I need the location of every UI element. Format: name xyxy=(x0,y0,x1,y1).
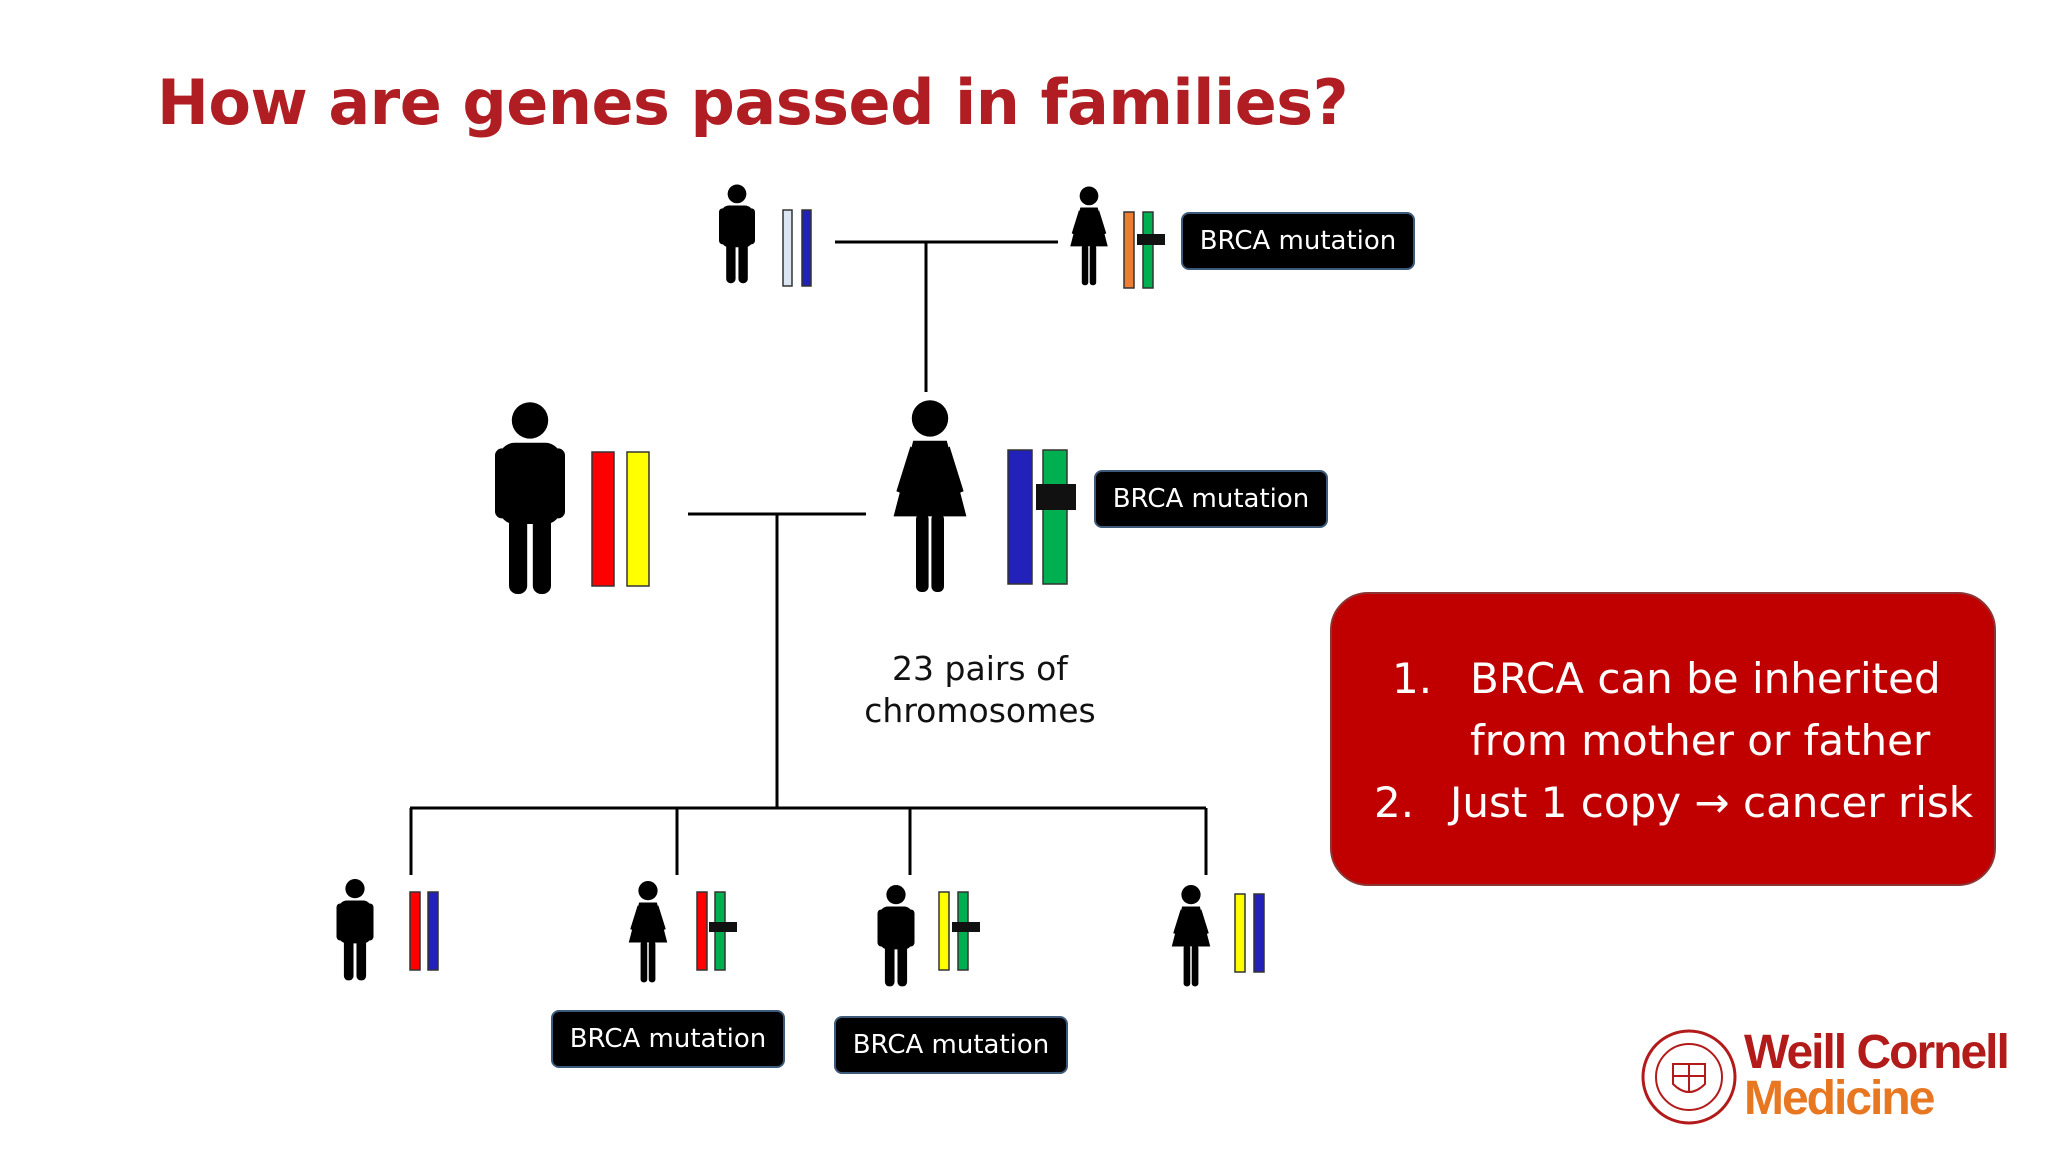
child3-chromosomes xyxy=(938,891,980,971)
point-1-line-2: from mother or father xyxy=(1470,716,1931,765)
mutation-label-child2: BRCA mutation xyxy=(551,1010,785,1068)
grandmother-figure xyxy=(1070,186,1108,286)
child3-figure xyxy=(877,885,915,987)
logo-line-1: Weill Cornell xyxy=(1744,1026,2010,1079)
grandmother-chromosomes xyxy=(1123,211,1165,289)
mutation-label-mother: BRCA mutation xyxy=(1094,470,1328,528)
weill-cornell-logo: Weill Cornell Medicine xyxy=(1640,1028,2030,1128)
child4-chromosomes xyxy=(1234,893,1265,973)
tree-connectors xyxy=(409,240,1208,875)
child4-figure xyxy=(1171,885,1211,987)
caption-line-2: chromosomes xyxy=(864,691,1096,730)
mutation-marker xyxy=(1036,484,1076,510)
child1-chromosomes xyxy=(409,891,439,971)
caption-line-1: 23 pairs of xyxy=(892,649,1068,688)
mother-chromosomes xyxy=(1007,449,1076,585)
mutation-label-child3: BRCA mutation xyxy=(834,1016,1068,1074)
grandfather-chromosomes xyxy=(782,209,812,287)
mutation-marker xyxy=(709,922,737,932)
slide-title: How are genes passed in families? xyxy=(157,66,1349,139)
mutation-marker xyxy=(952,922,980,932)
child2-figure xyxy=(628,881,668,983)
father-chromosomes xyxy=(591,451,650,587)
logo-line-2: Medicine xyxy=(1744,1072,1935,1125)
child1-figure xyxy=(336,879,374,981)
mutation-label-grandmother: BRCA mutation xyxy=(1181,212,1415,270)
mother-figure xyxy=(893,400,967,592)
mutation-marker xyxy=(1137,234,1165,245)
chromosome-caption: 23 pairs of chromosomes xyxy=(830,648,1130,732)
father-figure xyxy=(495,402,565,594)
child2-chromosomes xyxy=(696,891,737,971)
point-2-text: Just 1 copy → cancer risk xyxy=(1450,778,1974,827)
point-2-number: 2. xyxy=(1374,778,1415,827)
key-points-box: 1. BRCA can be inherited from mother or … xyxy=(1330,592,1996,886)
point-1-number: 1. xyxy=(1392,654,1433,703)
point-1-line-1: BRCA can be inherited xyxy=(1470,654,1941,703)
grandfather-figure xyxy=(719,184,755,284)
university-seal-icon xyxy=(1641,1029,1737,1125)
